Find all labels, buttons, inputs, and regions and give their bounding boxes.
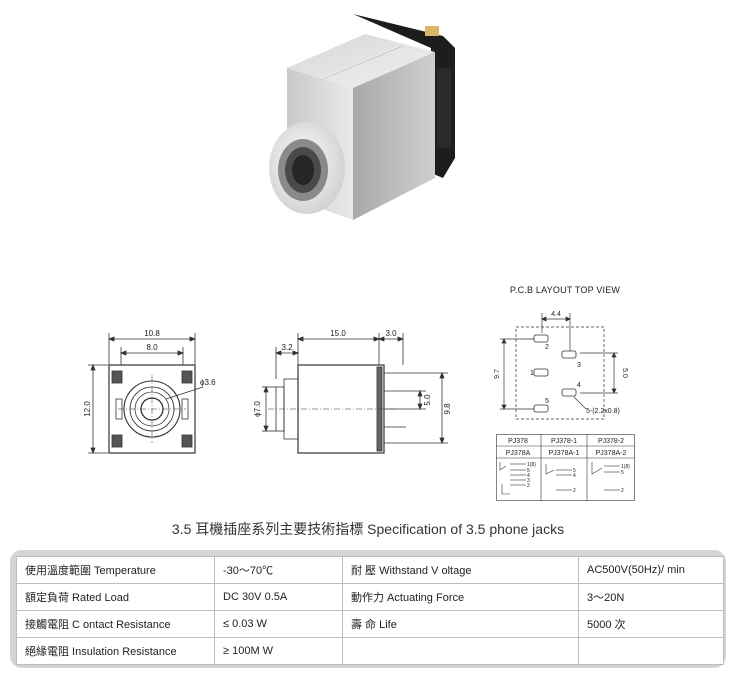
- spec-label: 使用溫度範圍 Temperature: [16, 556, 215, 584]
- pcb-layout-title: P.C.B LAYOUT TOP VIEW: [509, 285, 621, 295]
- spec-value: AC500V(50Hz)/ min: [578, 556, 724, 584]
- model-schematic-table: PJ378 PJ378-1 PJ378-2 PJ378A PJ378A-1 PJ…: [496, 434, 635, 501]
- product-photo: [269, 14, 455, 220]
- dim-side-diameter: ϕ7.0: [253, 401, 262, 417]
- spec-value: -30～70℃: [214, 556, 343, 584]
- spec-value: ≤ 0.03 W: [214, 610, 343, 638]
- model-name: PJ378: [508, 438, 528, 445]
- dim-pcb-top: 4.4: [551, 311, 561, 318]
- model-name: PJ378-1: [551, 438, 577, 445]
- model-name: PJ378A-1: [549, 450, 580, 457]
- spec-label: 接觸電阻 C ontact Resistance: [16, 610, 215, 638]
- table-row: 使用溫度範圍 Temperature -30～70℃ 耐 壓 Withstand…: [16, 556, 724, 584]
- table-row: 額定負荷 Rated Load DC 30V 0.5A 動作力 Actuatin…: [16, 583, 724, 611]
- spec-table: 使用溫度範圍 Temperature -30～70℃ 耐 壓 Withstand…: [16, 556, 724, 665]
- spec-value: ≥ 100M W: [214, 637, 343, 665]
- dim-front-width-outer: 10.8: [144, 329, 160, 338]
- spec-label: 耐 壓 Withstand V oltage: [342, 556, 579, 584]
- front-view-drawing: 10.8 8.0 12.0 ϕ3.6: [83, 329, 216, 455]
- pin-label: 2: [545, 344, 549, 351]
- spec-value: 3～20N: [578, 583, 724, 611]
- pin-label: 5: [545, 398, 549, 405]
- dim-pcb-left: 9.7: [494, 369, 501, 379]
- spec-label: [342, 637, 579, 665]
- spec-value: 5000 次: [578, 610, 724, 638]
- pin-label: 3: [577, 362, 581, 369]
- schematic-pin-label: 1(8): [621, 464, 630, 470]
- specification-caption: 3.5 耳機插座系列主要技術指標 Specification of 3.5 ph…: [171, 521, 565, 537]
- dim-pcb-right: 5.0: [621, 368, 628, 378]
- spec-label: 壽 命 Life: [342, 610, 579, 638]
- dim-front-width-inner: 8.0: [146, 343, 158, 352]
- pcb-top-view-drawing: 4.4 9.7 5.0 5-(2.2x0.8) 2 3 1 4 5: [494, 311, 628, 420]
- pin-label: 1: [530, 370, 534, 377]
- dim-side-length: 15.0: [330, 329, 346, 338]
- schematic-pin-label: 5: [621, 470, 624, 476]
- schematic-pin-label: 5: [527, 468, 530, 474]
- side-view-drawing: 15.0 3.0 3.2 ϕ7.0 5.0 9.8: [253, 329, 452, 454]
- model-name: PJ378-2: [598, 438, 624, 445]
- spec-value: [578, 637, 724, 665]
- spec-label: 額定負荷 Rated Load: [16, 583, 215, 611]
- schematic-pin-label: 2: [527, 483, 530, 489]
- schematic-pin-label: 1(8): [527, 462, 536, 468]
- schematic-pin-label: 4: [573, 473, 576, 479]
- schematic-pin-label: 3: [527, 478, 530, 484]
- spec-value: DC 30V 0.5A: [214, 583, 343, 611]
- pin-label: 4: [577, 382, 581, 389]
- table-row: 絕緣電阻 Insulation Resistance ≥ 100M W: [16, 637, 724, 665]
- dim-side-front: 3.2: [281, 343, 293, 352]
- model-name: PJ378A-2: [596, 450, 627, 457]
- schematic-pin-label: 2: [573, 488, 576, 494]
- dim-pcb-slot: 5-(2.2x0.8): [586, 408, 620, 415]
- dim-side-total: 9.8: [443, 403, 452, 415]
- dim-side-pin-offset: 3.0: [385, 329, 397, 338]
- dim-front-hole: ϕ3.6: [200, 378, 216, 387]
- model-name: PJ378A: [506, 450, 531, 457]
- schematic-pin-label: 4: [527, 473, 530, 479]
- dim-front-height: 12.0: [83, 401, 92, 417]
- spec-label: 絕緣電阻 Insulation Resistance: [16, 637, 215, 665]
- dim-side-pitch: 5.0: [423, 394, 432, 406]
- spec-label: 動作力 Actuating Force: [342, 583, 579, 611]
- schematic-pin-label: 5: [573, 468, 576, 474]
- schematic-pin-label: 2: [621, 488, 624, 494]
- table-row: 接觸電阻 C ontact Resistance ≤ 0.03 W 壽 命 Li…: [16, 610, 724, 638]
